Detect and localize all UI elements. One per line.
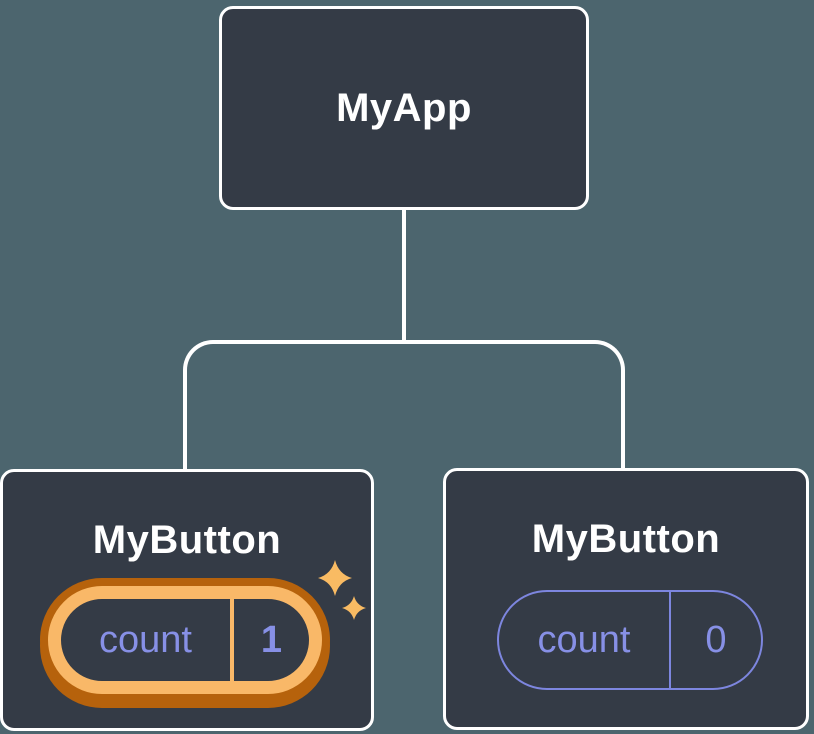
state-name: count xyxy=(537,619,631,661)
state-value: 0 xyxy=(705,619,727,661)
pill-divider xyxy=(669,592,671,688)
root-node-label: MyApp xyxy=(336,86,472,130)
pill-divider xyxy=(230,599,234,681)
connector-stem xyxy=(402,208,406,344)
state-pill-highlighted: count 1 xyxy=(48,586,322,694)
connector-bracket xyxy=(183,340,625,472)
sparkles-icon xyxy=(318,560,366,620)
state-value: 1 xyxy=(260,619,283,661)
child-node-2-label: MyButton xyxy=(531,517,721,561)
state-pill: count 0 xyxy=(497,590,763,690)
root-node: MyApp xyxy=(219,6,589,210)
child-node-1-label: MyButton xyxy=(92,518,282,562)
state-name: count xyxy=(99,619,192,661)
